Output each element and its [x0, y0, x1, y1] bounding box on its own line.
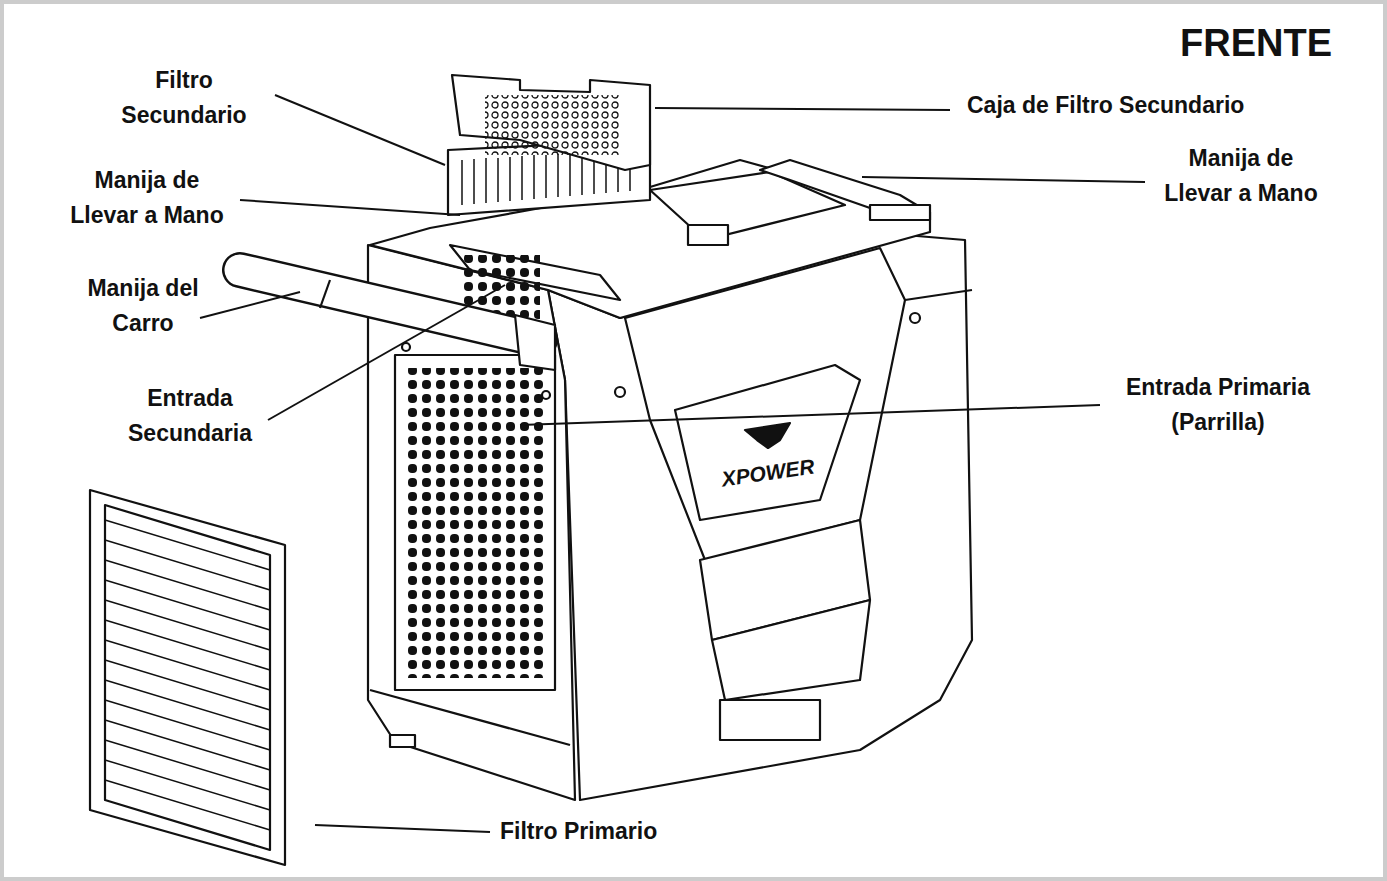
part-label: Manija de Llevar a Mano [60, 163, 235, 233]
part-label: Manija de Llevar a Mano [1154, 141, 1329, 211]
part-label: Filtro Secundario [104, 63, 264, 133]
view-title: FRENTE [1180, 22, 1332, 65]
part-label: Manija del Carro [73, 271, 213, 341]
part-label: Entrada Secundaria [105, 381, 275, 451]
part-label: Entrada Primaria (Parrilla) [1125, 370, 1311, 440]
part-label: Filtro Primario [500, 814, 657, 849]
part-label: Caja de Filtro Secundario [967, 88, 1244, 123]
